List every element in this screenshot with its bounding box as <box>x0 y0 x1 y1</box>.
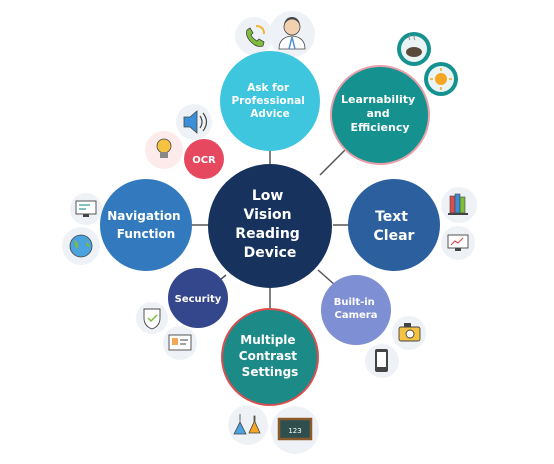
globe-icon <box>62 227 100 265</box>
lightbulb-icon <box>145 131 183 169</box>
id-card-icon <box>163 326 197 360</box>
ocr-label: OCR <box>192 155 216 166</box>
center-circle <box>208 164 332 288</box>
center-node: Low Vision Reading Device <box>208 164 332 288</box>
contrast-circle <box>221 308 319 406</box>
navigation-label: Navigation Function <box>107 209 185 241</box>
node-security: Security <box>168 268 228 328</box>
flasks-icon <box>228 405 268 445</box>
speaker-icon <box>176 104 212 140</box>
security-circle <box>168 268 228 328</box>
books-icon <box>441 187 477 223</box>
learnability-label: Learnability and Efficiency <box>341 93 419 134</box>
center-label: Low Vision Reading Device <box>235 188 304 261</box>
professional-advice-label: Ask for Professional Advice <box>232 82 309 120</box>
contrast-label: Multiple Contrast Settings <box>239 333 301 379</box>
camera-label: Built-in Camera <box>334 297 379 321</box>
text-clear-circle <box>348 179 440 271</box>
shield-icon <box>136 302 168 334</box>
ocr-circle <box>184 139 224 179</box>
node-text-clear: Text Clear <box>348 179 440 271</box>
node-camera: Built-in Camera <box>321 275 391 345</box>
monitor-icon <box>70 193 102 225</box>
teapot-icon <box>397 32 431 66</box>
navigation-circle <box>100 179 192 271</box>
blackboard-text: 123 <box>288 427 301 435</box>
professional-advice-circle <box>220 51 320 151</box>
node-navigation: Navigation Function <box>100 179 192 271</box>
sun-icon <box>424 62 458 96</box>
learnability-circle <box>330 65 430 165</box>
mobile-phone-icon <box>365 344 399 378</box>
blackboard-icon: 123 <box>271 406 319 454</box>
phone-icon <box>235 17 273 55</box>
node-ocr: OCR <box>184 139 224 179</box>
node-learnability: Learnability and Efficiency <box>330 65 430 165</box>
camera-circle <box>321 275 391 345</box>
screen-icon <box>441 226 475 260</box>
text-clear-label: Text Clear <box>374 209 415 244</box>
security-label: Security <box>175 294 222 305</box>
icon-bubbles: 123 <box>62 11 477 454</box>
node-contrast: Multiple Contrast Settings <box>221 308 319 406</box>
camera-icon <box>392 316 426 350</box>
node-professional-advice: Ask for Professional Advice <box>220 51 320 151</box>
doctor-icon <box>269 11 315 57</box>
